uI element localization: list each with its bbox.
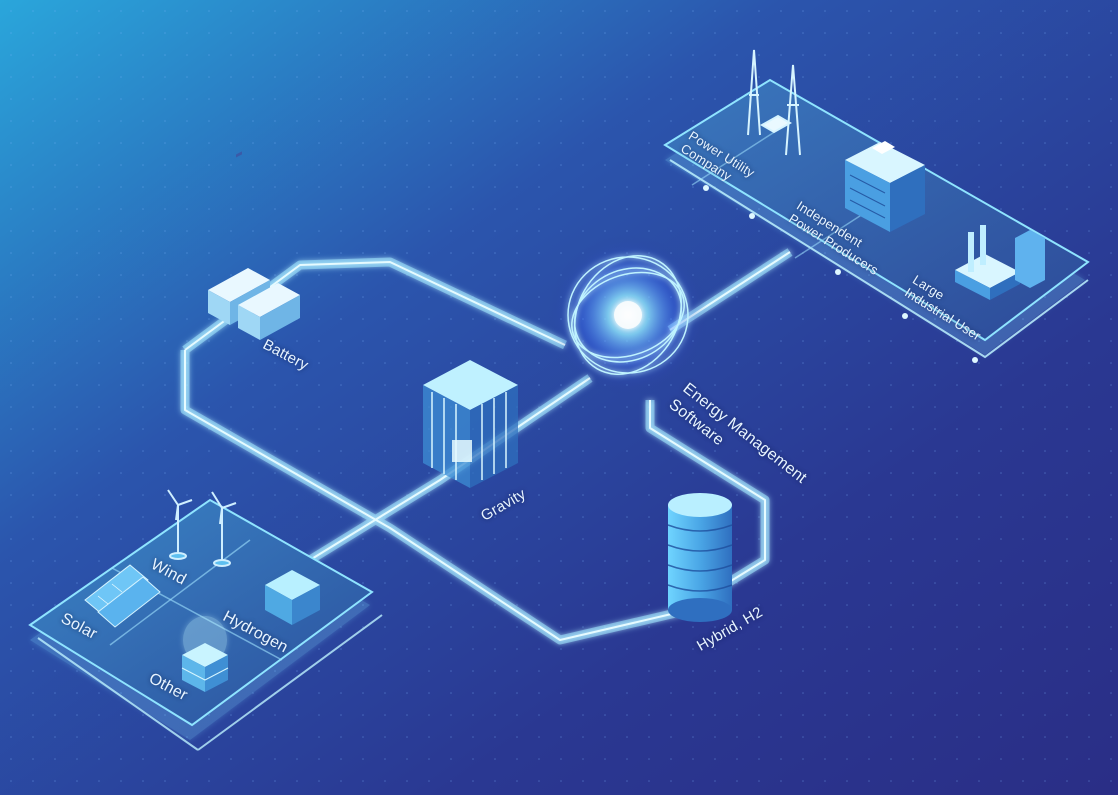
solar-panel-icon [84, 564, 161, 628]
wind-turbine-icon [167, 489, 237, 567]
hydrogen-tank-icon [265, 570, 320, 625]
power-utility-icon [747, 49, 801, 156]
hybrid-h2-storage-icon [667, 493, 733, 622]
energy-management-orb [548, 235, 708, 395]
factory-icon [955, 225, 1045, 300]
battery-icon [208, 151, 300, 340]
other-source-icon [181, 616, 229, 692]
ipp-building-icon [845, 141, 925, 232]
gravity-storage-icon [423, 360, 518, 488]
